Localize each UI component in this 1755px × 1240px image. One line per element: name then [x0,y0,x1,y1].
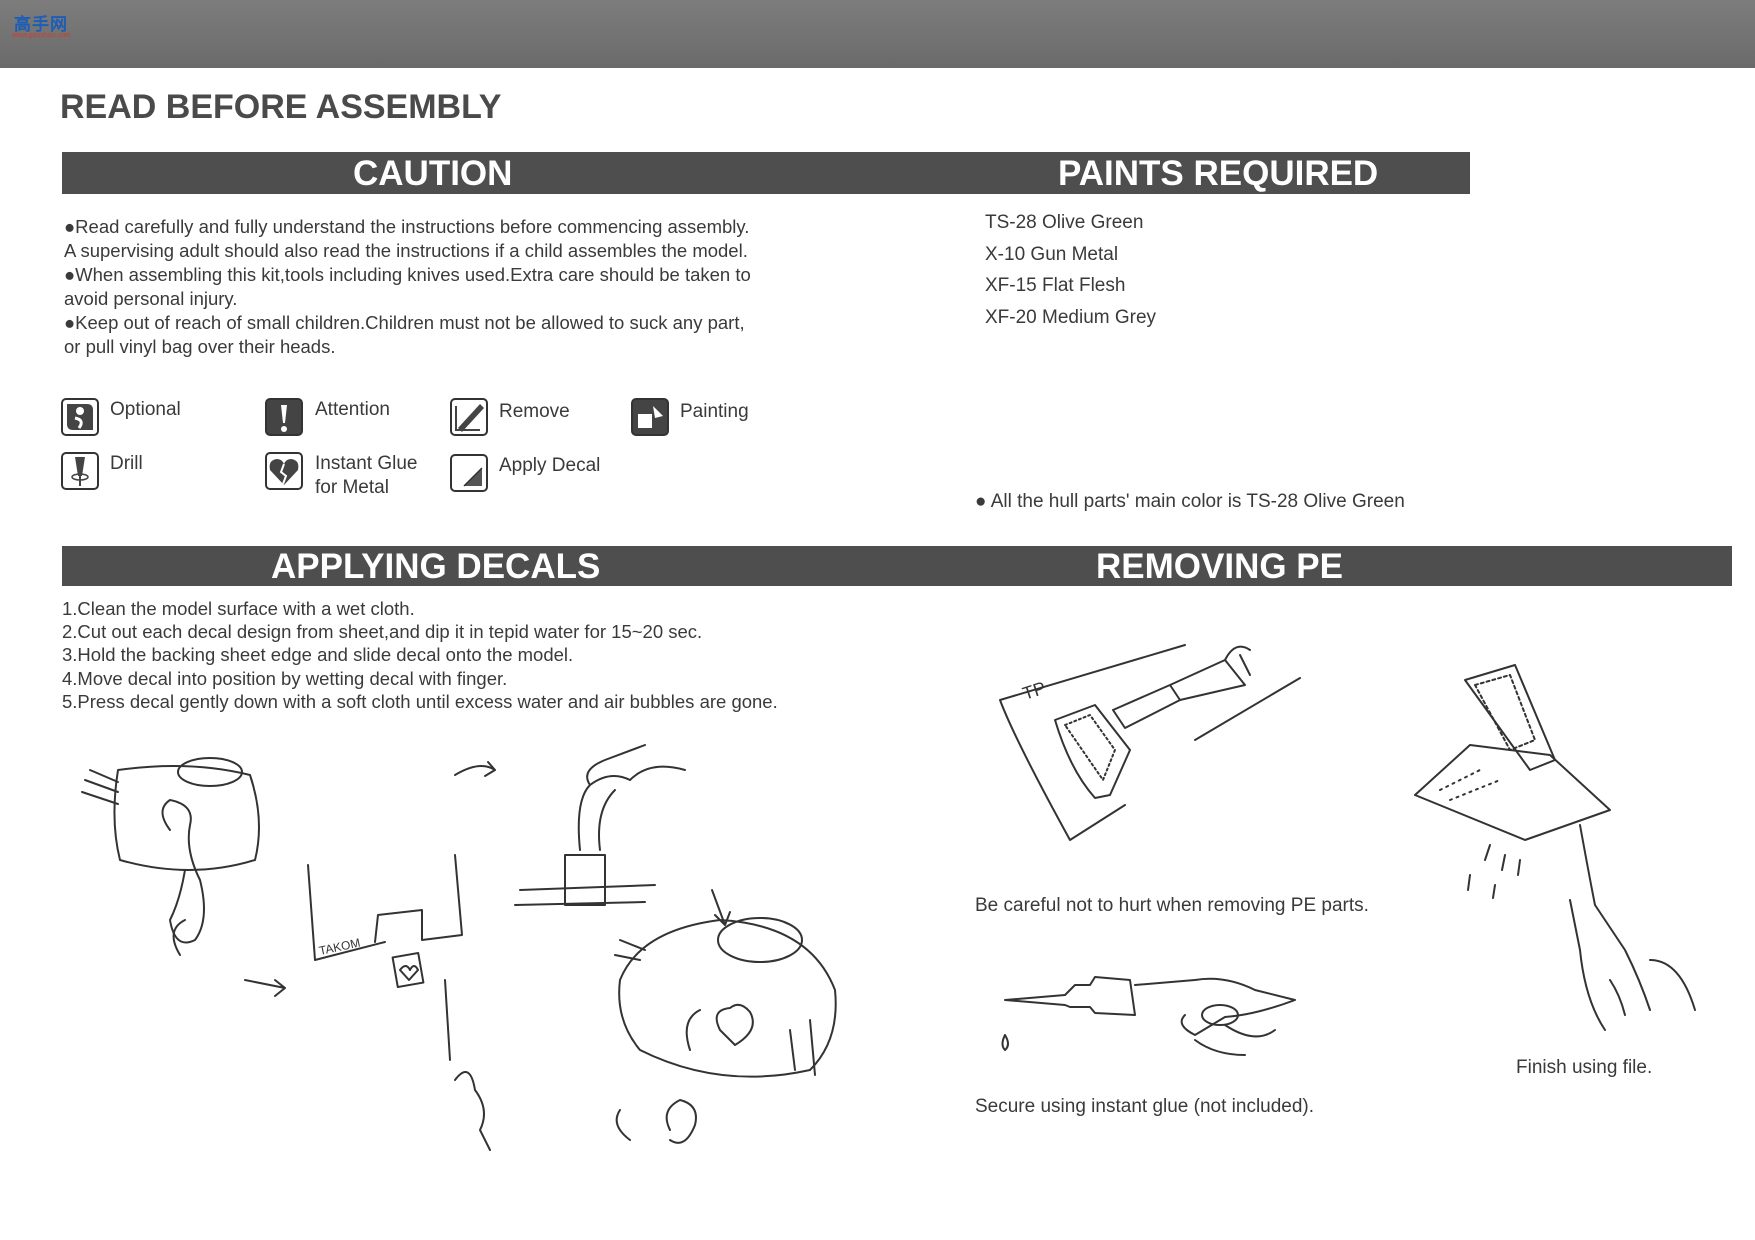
caution-line: avoid personal injury. [64,288,238,309]
paints-heading: PAINTS REQUIRED [1058,154,1379,193]
legend-painting: Painting [680,401,749,422]
decal-step: 2.Cut out each decal design from sheet,a… [62,621,703,643]
turret-cleaning-drawing [81,757,260,956]
arrow-drawing [454,761,496,777]
caption-glue: Secure using instant glue (not included)… [975,1096,1315,1117]
legend-glue-line1: Instant Glue [315,453,418,474]
legend-attention: Attention [315,399,390,420]
caution-line: A supervising adult should also read the… [64,240,748,261]
pe-glue-illustration [1001,976,1296,1056]
optional-icon [61,398,99,436]
legend-remove: Remove [499,401,570,422]
pe-file-illustration [1414,664,1696,1031]
decal-dipping-drawing [514,744,686,906]
caution-text: ●Read carefully and fully understand the… [64,215,751,359]
caution-line: ●When assembling this kit,tools includin… [64,264,751,285]
pe-cutting-illustration: TP [999,644,1301,841]
decal-step: 4.Move decal into position by wetting de… [62,667,508,689]
site-logo: 高手网 www.gaoshou.com [6,6,71,40]
legend-optional: Optional [110,399,181,420]
caution-heading: CAUTION [353,154,513,193]
frame-label: TP [1020,678,1048,704]
caption-careful: Be careful not to hurt when removing PE … [975,895,1369,916]
attention-icon [265,398,303,436]
paint-item: X-10 Gun Metal [985,243,1119,265]
decals-heading: APPLYING DECALS [271,547,601,586]
legend-glue-line2: for Metal [315,477,389,498]
caution-line: ●Keep out of reach of small children.Chi… [64,312,745,333]
top-banner: 高手网 www.gaoshou.com [0,0,1755,68]
caution-line: or pull vinyl bag over their heads. [64,336,336,357]
hull-color-note: ● All the hull parts' main color is TS-2… [975,491,1405,512]
decal-sheet-drawing: TAKOM [307,854,491,1151]
paints-list: TS-28 Olive Green X-10 Gun Metal XF-15 F… [985,212,1156,338]
decal-step: 3.Hold the backing sheet edge and slide … [62,644,574,666]
painting-icon [631,398,669,436]
paint-item: TS-28 Olive Green [985,212,1144,233]
apply-decal-icon [450,454,488,492]
arrow-drawing [244,979,286,997]
remove-icon [450,398,488,436]
removing-pe-heading: REMOVING PE [1096,547,1343,586]
instant-glue-icon [265,452,303,490]
arrow-drawing [711,889,731,926]
decal-illustration: TAKOM [81,744,837,1151]
caution-line: ●Read carefully and fully understand the… [64,216,750,237]
decal-step: 1.Clean the model surface with a wet clo… [62,598,415,619]
decals-pe-header-bar: APPLYING DECALS REMOVING PE [62,546,1732,586]
paint-item: XF-15 Flat Flesh [985,275,1126,296]
logo-subtext: www.gaoshou.com [12,32,71,39]
legend-instant-glue: Instant Glue for Metal [315,452,417,500]
turret-decal-drawing [614,917,837,1144]
legend-apply-decal: Apply Decal [499,455,601,476]
drill-icon [61,452,99,490]
paint-item: XF-20 Medium Grey [985,306,1157,328]
legend-drill: Drill [110,453,143,474]
decal-steps: 1.Clean the model surface with a wet clo… [62,597,778,713]
caution-paints-header-bar: CAUTION PAINTS REQUIRED [62,152,1470,194]
logo-text: 高手网 [14,15,68,34]
page-title: READ BEFORE ASSEMBLY [60,88,502,126]
caption-file: Finish using file. [1516,1057,1653,1078]
decal-step: 5.Press decal gently down with a soft cl… [62,690,778,712]
